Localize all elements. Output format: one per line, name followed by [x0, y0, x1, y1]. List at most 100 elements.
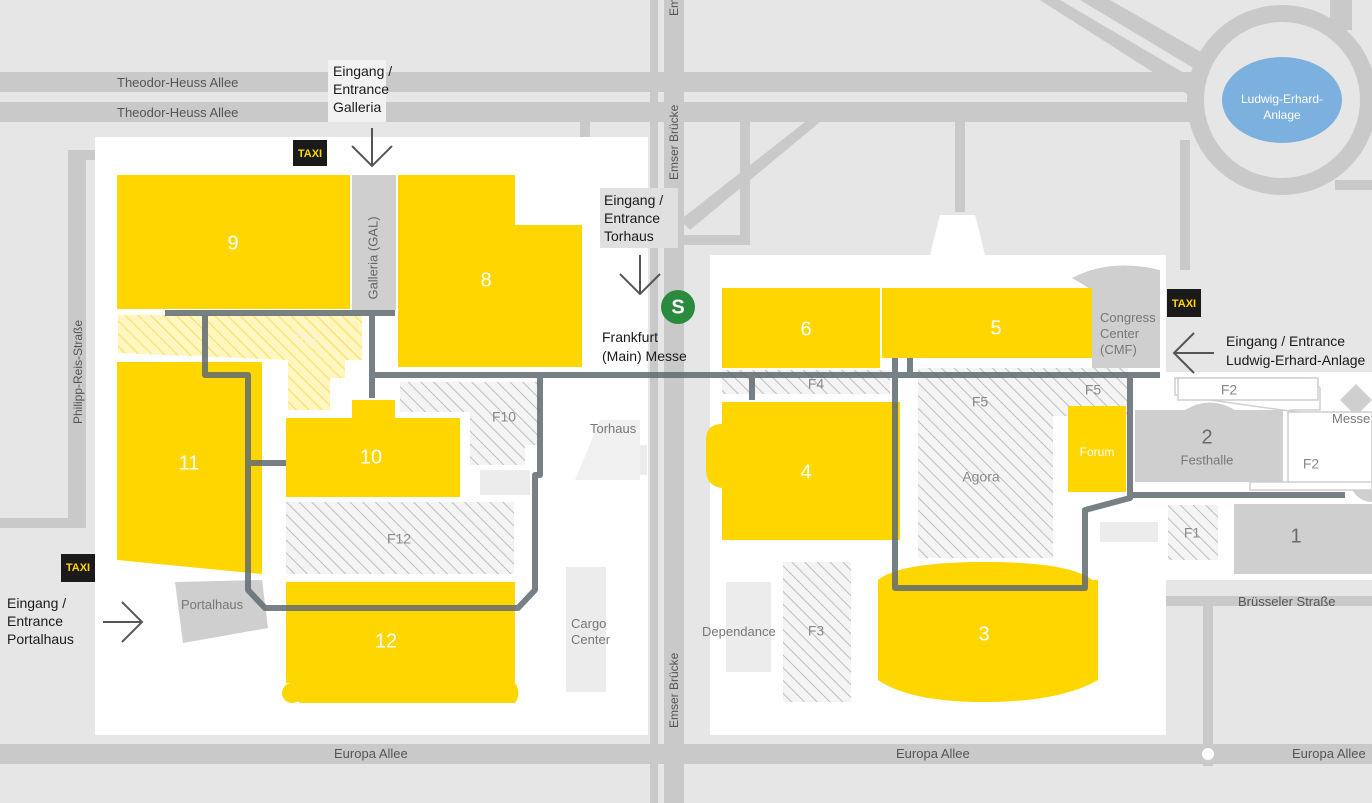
messe-label: Messe	[1332, 411, 1370, 426]
entrance-portalhaus[interactable]: Eingang / Entrance Portalhaus	[7, 595, 144, 647]
entrance-galleria-line2: Entrance	[333, 81, 389, 97]
forum-side-block	[1100, 522, 1158, 542]
s-bahn-station[interactable]: S Frankfurt (Main) Messe	[602, 290, 695, 364]
arrow-right-icon	[103, 601, 144, 643]
entrance-torhaus-line1: Eingang /	[604, 192, 663, 208]
street-theodor-heuss-south: Theodor-Heuss Allee	[117, 105, 238, 120]
hall-1-label: 1	[1290, 525, 1301, 547]
street-emser-bruecke-south: Emser Brücke	[667, 652, 681, 728]
area-f1	[1168, 505, 1218, 560]
hall-5	[882, 288, 1092, 358]
congress-center-label-1: Congress	[1100, 310, 1156, 325]
taxi-icon	[293, 140, 327, 166]
area-f12-label: F12	[387, 531, 411, 547]
galleria-building	[352, 175, 396, 310]
area-f10-label: F10	[492, 409, 516, 425]
portalhaus-building	[175, 580, 268, 643]
taxi-label: TAXI	[298, 148, 322, 160]
hall-1-building	[1234, 504, 1372, 574]
area-f5-label: F5	[972, 394, 989, 410]
street-emser-bruecke-north: Emser Brücke	[667, 104, 681, 180]
s-bahn-symbol: S	[671, 296, 684, 318]
entrance-galleria-line3: Galleria	[333, 99, 381, 115]
portalhaus-label: Portalhaus	[181, 597, 244, 612]
cargo-center-label-1: Cargo	[571, 616, 606, 631]
street-emser-cut: Em	[667, 0, 681, 16]
hall-5-label: 5	[990, 317, 1001, 339]
torhaus-label: Torhaus	[590, 421, 637, 436]
roundabout-ludwig-erhard-anlage	[1187, 5, 1372, 195]
hall-10	[286, 400, 460, 497]
area-agora-label: Agora	[962, 469, 1000, 485]
arrow-left-icon	[1172, 332, 1214, 374]
entrance-portalhaus-line1: Eingang /	[7, 595, 66, 611]
entrance-galleria[interactable]: Eingang / Entrance Galleria	[328, 60, 393, 168]
congress-center-label-3: (CMF)	[1100, 342, 1137, 357]
area-f3-label: F3	[808, 623, 825, 639]
hall-9-label: 9	[227, 232, 238, 254]
area-f4-label: F4	[808, 376, 825, 392]
entrance-ludwig-line1: Eingang / Entrance	[1226, 333, 1345, 349]
dependance-building	[726, 582, 771, 672]
area-f5-label-2: F5	[1085, 382, 1102, 398]
entrance-ludwig-erhard-anlage[interactable]: Eingang / Entrance Ludwig-Erhard-Anlage	[1172, 332, 1366, 374]
entrance-galleria-line1: Eingang /	[333, 63, 392, 79]
arrow-down-icon	[351, 128, 393, 168]
hall-8-label: 8	[480, 269, 491, 291]
s-bahn-icon	[661, 290, 695, 324]
hall-forum	[1068, 406, 1126, 492]
taxi-stand-east[interactable]: TAXI	[1167, 289, 1201, 317]
roundabout-pond	[1222, 57, 1342, 143]
f2-strip-top	[1177, 377, 1319, 401]
entrance-portalhaus-line3: Portalhaus	[7, 631, 74, 647]
area-f2-label: F2	[1221, 382, 1238, 398]
messe-tower-marker	[1340, 384, 1372, 416]
street-bruesseler: Brüsseler Straße	[1238, 594, 1336, 609]
street-philipp-reis: Philipp-Reis-Straße	[71, 320, 85, 424]
hall-8	[398, 175, 582, 367]
cargo-center-label-2: Center	[571, 632, 611, 647]
entrance-torhaus-line2: Entrance	[604, 210, 660, 226]
street-europa-allee-west: Europa Allee	[334, 746, 408, 761]
street-europa-allee-east: Europa Allee	[1292, 746, 1366, 761]
torhaus-tower	[575, 420, 640, 480]
hall-2-festhalle	[1135, 410, 1283, 482]
f2-strip-right	[1287, 411, 1372, 483]
area-f1-label: F1	[1184, 525, 1201, 541]
hall-12	[286, 582, 519, 703]
congress-center-building	[1072, 265, 1160, 368]
hall-6-label: 6	[800, 318, 811, 340]
hall-9	[117, 175, 350, 309]
taxi-label: TAXI	[66, 562, 90, 574]
hall-6	[722, 288, 880, 368]
taxi-stand-north[interactable]: TAXI	[293, 140, 327, 166]
grey-buildings	[175, 175, 1372, 692]
hall-10-label: 10	[360, 446, 382, 468]
cargo-center-building	[566, 567, 606, 692]
galleria-label: Galleria (GAL)	[365, 216, 380, 299]
entrance-ludwig-line2: Ludwig-Erhard-Anlage	[1226, 352, 1366, 368]
taxi-stand-west[interactable]: TAXI	[61, 554, 95, 582]
dependance-label: Dependance	[702, 624, 776, 639]
station-name-line1: Frankfurt	[602, 329, 658, 345]
area-f12	[286, 502, 514, 574]
hall-11-label: 11	[179, 452, 200, 474]
area-agora	[918, 416, 1053, 558]
station-name-line2: (Main) Messe	[602, 348, 687, 364]
taxi-label: TAXI	[1172, 298, 1196, 310]
congress-center-label-2: Center	[1100, 326, 1140, 341]
hall-11	[117, 362, 262, 574]
area-f11	[118, 315, 362, 410]
hall-2-label: 2	[1201, 426, 1212, 448]
roundabout-label-line2: Anlage	[1263, 108, 1301, 122]
torhaus-block-a	[480, 470, 530, 495]
hall-4	[706, 402, 900, 540]
entrance-portalhaus-line2: Entrance	[7, 613, 63, 629]
entrance-torhaus[interactable]: Eingang / Entrance Torhaus	[600, 188, 678, 296]
exhibition-halls	[117, 175, 1126, 703]
street-theodor-heuss-north: Theodor-Heuss Allee	[117, 75, 238, 90]
hall-12-label: 12	[375, 630, 397, 652]
taxi-icon	[61, 554, 95, 582]
hall-4-label: 4	[800, 461, 811, 483]
